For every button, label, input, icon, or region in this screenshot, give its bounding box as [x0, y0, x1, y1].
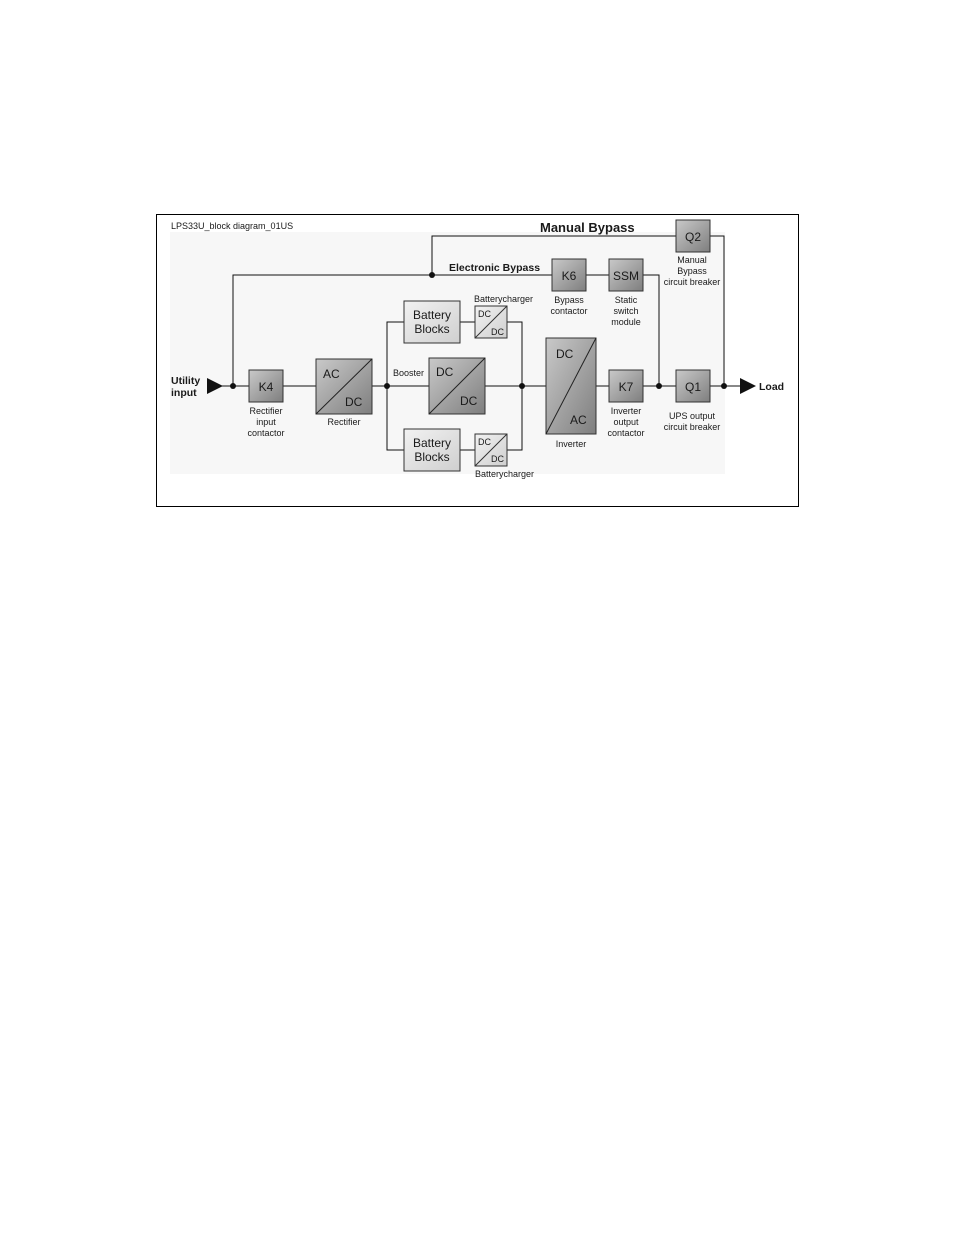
svg-text:Battery: Battery [413, 436, 451, 450]
svg-text:Q1: Q1 [685, 380, 701, 394]
svg-text:DC: DC [491, 454, 504, 464]
q2-manual-bypass-breaker: Q2 Manual Bypass circuit breaker [664, 219, 721, 287]
svg-text:SSM: SSM [613, 269, 639, 283]
svg-text:Batterycharger: Batterycharger [474, 294, 533, 304]
svg-text:UPS output: UPS output [669, 411, 716, 421]
svg-text:K6: K6 [562, 269, 577, 283]
rectifier: AC DC Rectifier [315, 358, 373, 427]
svg-text:switch: switch [613, 306, 638, 316]
q1-output-breaker: Q1 UPS output circuit breaker [664, 369, 721, 432]
svg-text:Bypass: Bypass [554, 295, 584, 305]
input-label-line1: Utility [171, 375, 200, 387]
svg-text:circuit breaker: circuit breaker [664, 422, 721, 432]
output-arrow-icon [740, 378, 756, 394]
svg-text:Blocks: Blocks [414, 450, 449, 464]
diagram-id: LPS33U_block diagram_01US [171, 221, 293, 231]
svg-text:module: module [611, 317, 641, 327]
svg-text:DC: DC [460, 394, 478, 408]
ssm-static-switch: SSM Static switch module [608, 258, 644, 327]
svg-text:DC: DC [478, 309, 491, 319]
svg-text:DC: DC [345, 395, 363, 409]
svg-text:contactor: contactor [550, 306, 587, 316]
svg-text:contactor: contactor [247, 428, 284, 438]
svg-text:contactor: contactor [607, 428, 644, 438]
svg-text:Battery: Battery [413, 308, 451, 322]
input-arrow-icon [207, 378, 223, 394]
load-label: Load [759, 381, 784, 393]
battery-charger-top: DC DC Batterycharger [474, 294, 533, 339]
battery-charger-bottom: DC DC Batterycharger [474, 433, 534, 479]
svg-text:Booster: Booster [393, 368, 424, 378]
svg-text:Q2: Q2 [685, 230, 701, 244]
svg-text:K4: K4 [259, 380, 274, 394]
inverter: DC AC Inverter [545, 337, 597, 449]
svg-text:AC: AC [570, 413, 587, 427]
k6-bypass-contactor: K6 Bypass contactor [550, 258, 588, 316]
svg-text:Blocks: Blocks [414, 322, 449, 336]
svg-text:Inverter: Inverter [556, 439, 587, 449]
svg-text:circuit breaker: circuit breaker [664, 277, 721, 287]
junction-dots [230, 272, 727, 389]
svg-text:Bypass: Bypass [677, 266, 707, 276]
svg-text:Manual: Manual [677, 255, 707, 265]
input-label-line2: input [171, 387, 197, 399]
svg-text:DC: DC [436, 365, 454, 379]
svg-text:input: input [256, 417, 276, 427]
battery-blocks-bottom: Battery Blocks [403, 428, 461, 472]
svg-text:Static: Static [615, 295, 638, 305]
svg-text:DC: DC [491, 327, 504, 337]
utility-input-terminal: Utility input [171, 375, 223, 399]
svg-text:DC: DC [556, 347, 574, 361]
svg-text:output: output [613, 417, 639, 427]
svg-text:Inverter: Inverter [611, 406, 642, 416]
electronic-bypass-label: Electronic Bypass [449, 262, 540, 274]
svg-text:K7: K7 [619, 380, 634, 394]
k4-contactor: K4 Rectifier input contactor [247, 369, 285, 438]
svg-text:DC: DC [478, 437, 491, 447]
battery-blocks-top: Battery Blocks [403, 300, 461, 344]
svg-text:Rectifier: Rectifier [249, 406, 282, 416]
svg-text:Rectifier: Rectifier [327, 417, 360, 427]
booster: DC DC Booster [393, 357, 486, 415]
svg-text:Batterycharger: Batterycharger [475, 469, 534, 479]
load-terminal: Load [740, 378, 784, 394]
svg-text:AC: AC [323, 367, 340, 381]
manual-bypass-label: Manual Bypass [540, 220, 635, 235]
k7-contactor: K7 Inverter output contactor [607, 369, 645, 438]
